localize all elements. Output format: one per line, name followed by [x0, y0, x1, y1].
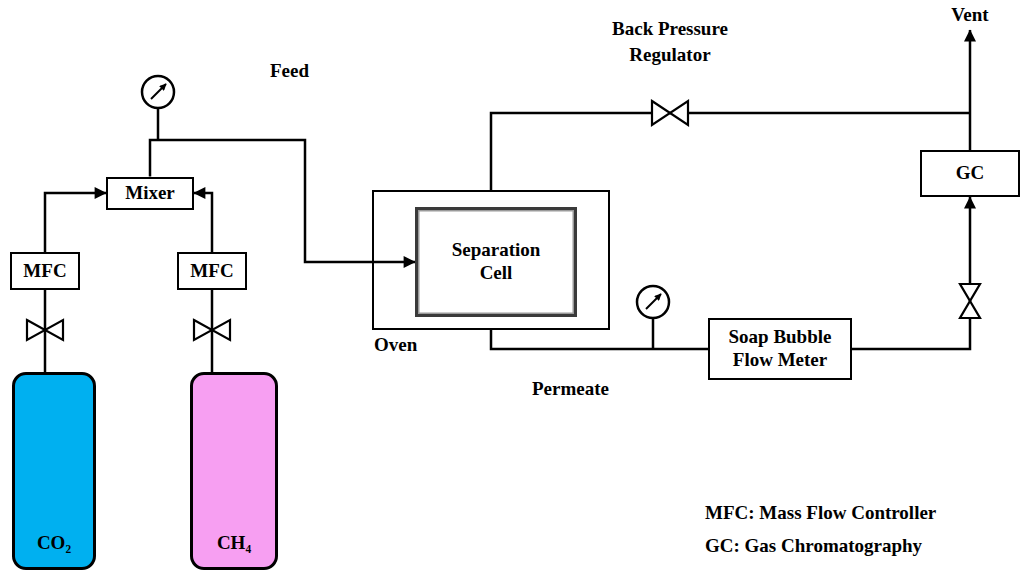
node-text: Soap Bubble Flow Meter [718, 326, 843, 372]
gauge-needle [151, 84, 166, 99]
stream-label: Permeate [532, 376, 609, 402]
node-text: CO₂ [37, 532, 71, 555]
pressure-gauge [142, 76, 174, 108]
retentate-line [491, 113, 970, 190]
stream-label: Vent [935, 2, 1005, 28]
component-label: Back Pressure Regulator [595, 16, 745, 67]
node-text: CH₄ [217, 532, 251, 555]
gas-cylinder: CO₂ [12, 372, 96, 570]
node-text: MFC [190, 260, 233, 283]
gc-valve [960, 284, 980, 318]
stream-label: Feed [270, 58, 309, 84]
cylinder-valve [27, 320, 63, 340]
flow-meter-box: Soap Bubble Flow Meter [708, 318, 852, 380]
node-text: GC [956, 162, 985, 185]
abbreviation-note: GC: Gas Chromatography [705, 533, 922, 559]
node-text: Separation Cell [436, 239, 556, 285]
vent-line [969, 30, 972, 150]
gauge-stem [652, 318, 655, 349]
back-pressure-valve [652, 101, 688, 125]
pipe-connector [491, 330, 708, 349]
abbreviation-note: MFC: Mass Flow Controller [705, 500, 936, 526]
pipe-connector [194, 193, 212, 252]
oven-box: OvenSeparation Cell [372, 190, 610, 330]
mixer-box: Mixer [106, 177, 194, 210]
separation-cell: Separation Cell [415, 207, 577, 317]
gc-box: GC [920, 150, 1020, 197]
node-text: Oven [374, 334, 417, 357]
pipe-connector [45, 193, 106, 252]
mfc-box: MFC [177, 252, 247, 290]
pressure-gauge [637, 286, 669, 318]
mfc-box: MFC [10, 252, 80, 290]
node-text: Mixer [125, 182, 175, 205]
gas-cylinder: CH₄ [190, 372, 278, 570]
gauge-needle [646, 294, 661, 309]
gauge-stem [157, 108, 160, 140]
pipe-connector [852, 197, 970, 349]
node-text: MFC [23, 260, 66, 283]
cylinder-valve [194, 320, 230, 340]
